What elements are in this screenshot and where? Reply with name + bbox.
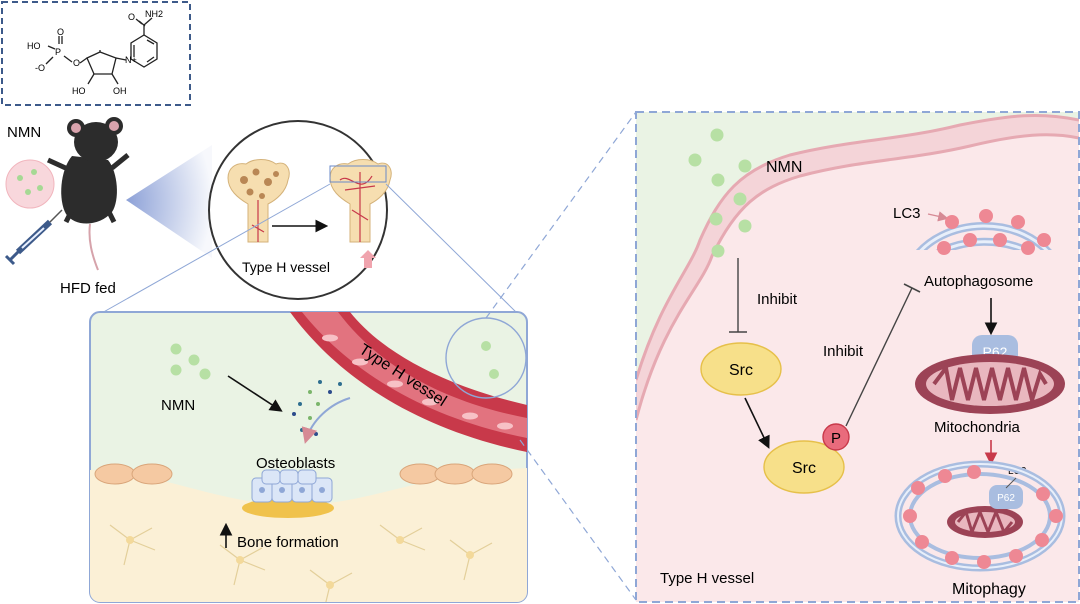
p62-small-label: P62 — [997, 493, 1015, 504]
zoom-beam — [126, 145, 212, 258]
nmn-molecule: NH2 O HO P O -O O N+ HO OH — [1, 1, 191, 106]
oh2-label: OH — [113, 86, 127, 96]
bone-icon-right — [329, 159, 392, 243]
osteoblast-cells — [242, 469, 334, 518]
injection-illustration: NMN — [4, 124, 63, 266]
bone-panel: Type H vessel NMN Osteoblasts — [89, 311, 528, 603]
phospho-label: P — [831, 430, 841, 447]
src-node-2 — [763, 440, 845, 494]
zoom-vessel-label: Type H vessel — [242, 259, 330, 275]
cell-nmn-label: NMN — [766, 159, 802, 176]
mitophagy-label: Mitophagy — [952, 581, 1026, 598]
ho-label: HO — [27, 41, 41, 51]
inhibit-label-1: Inhibit — [757, 291, 798, 308]
bone-zoom-circle: Type H vessel — [208, 120, 392, 300]
lc3-label: LC3 — [893, 205, 921, 222]
syringe-icon — [4, 209, 63, 266]
o-atom-label: O — [57, 27, 64, 37]
n-plus-label: N+ — [125, 55, 137, 65]
svg-text:O: O — [128, 12, 135, 22]
src-node-1 — [700, 342, 782, 396]
oh1-label: HO — [72, 86, 86, 96]
bone-panel-nmn-label: NMN — [161, 397, 195, 414]
svg-text:O: O — [73, 58, 80, 68]
mitophagy-icon — [894, 460, 1066, 572]
inhibit-label-2: Inhibit — [823, 343, 864, 360]
p-atom-label: P — [55, 47, 61, 57]
cell-panel: NMN Inhibit Src Src P Inhibit LC3 — [635, 111, 1080, 603]
phospho-badge — [822, 423, 850, 451]
autophagosome-label: Autophagosome — [924, 273, 1033, 290]
nmn-dots — [688, 128, 752, 258]
mitochondria-icon — [915, 354, 1065, 414]
o-minus-label: -O — [35, 63, 45, 73]
nh2-label: NH2 — [145, 9, 163, 19]
bone-formation-label: Bone formation — [237, 534, 339, 551]
increase-arrow-icon — [360, 250, 376, 268]
bone-icon-left — [227, 159, 290, 243]
src-label-1: Src — [729, 362, 753, 379]
mouse-nmn-label: NMN — [7, 124, 41, 141]
hfd-fed-label: HFD fed — [60, 280, 116, 297]
cell-panel-vessel-label: Type H vessel — [660, 570, 754, 587]
src-label-2: Src — [792, 460, 816, 477]
mitochondria-label: Mitochondria — [934, 419, 1021, 436]
osteoblasts-label: Osteoblasts — [256, 455, 335, 472]
mouse-icon — [46, 117, 130, 271]
